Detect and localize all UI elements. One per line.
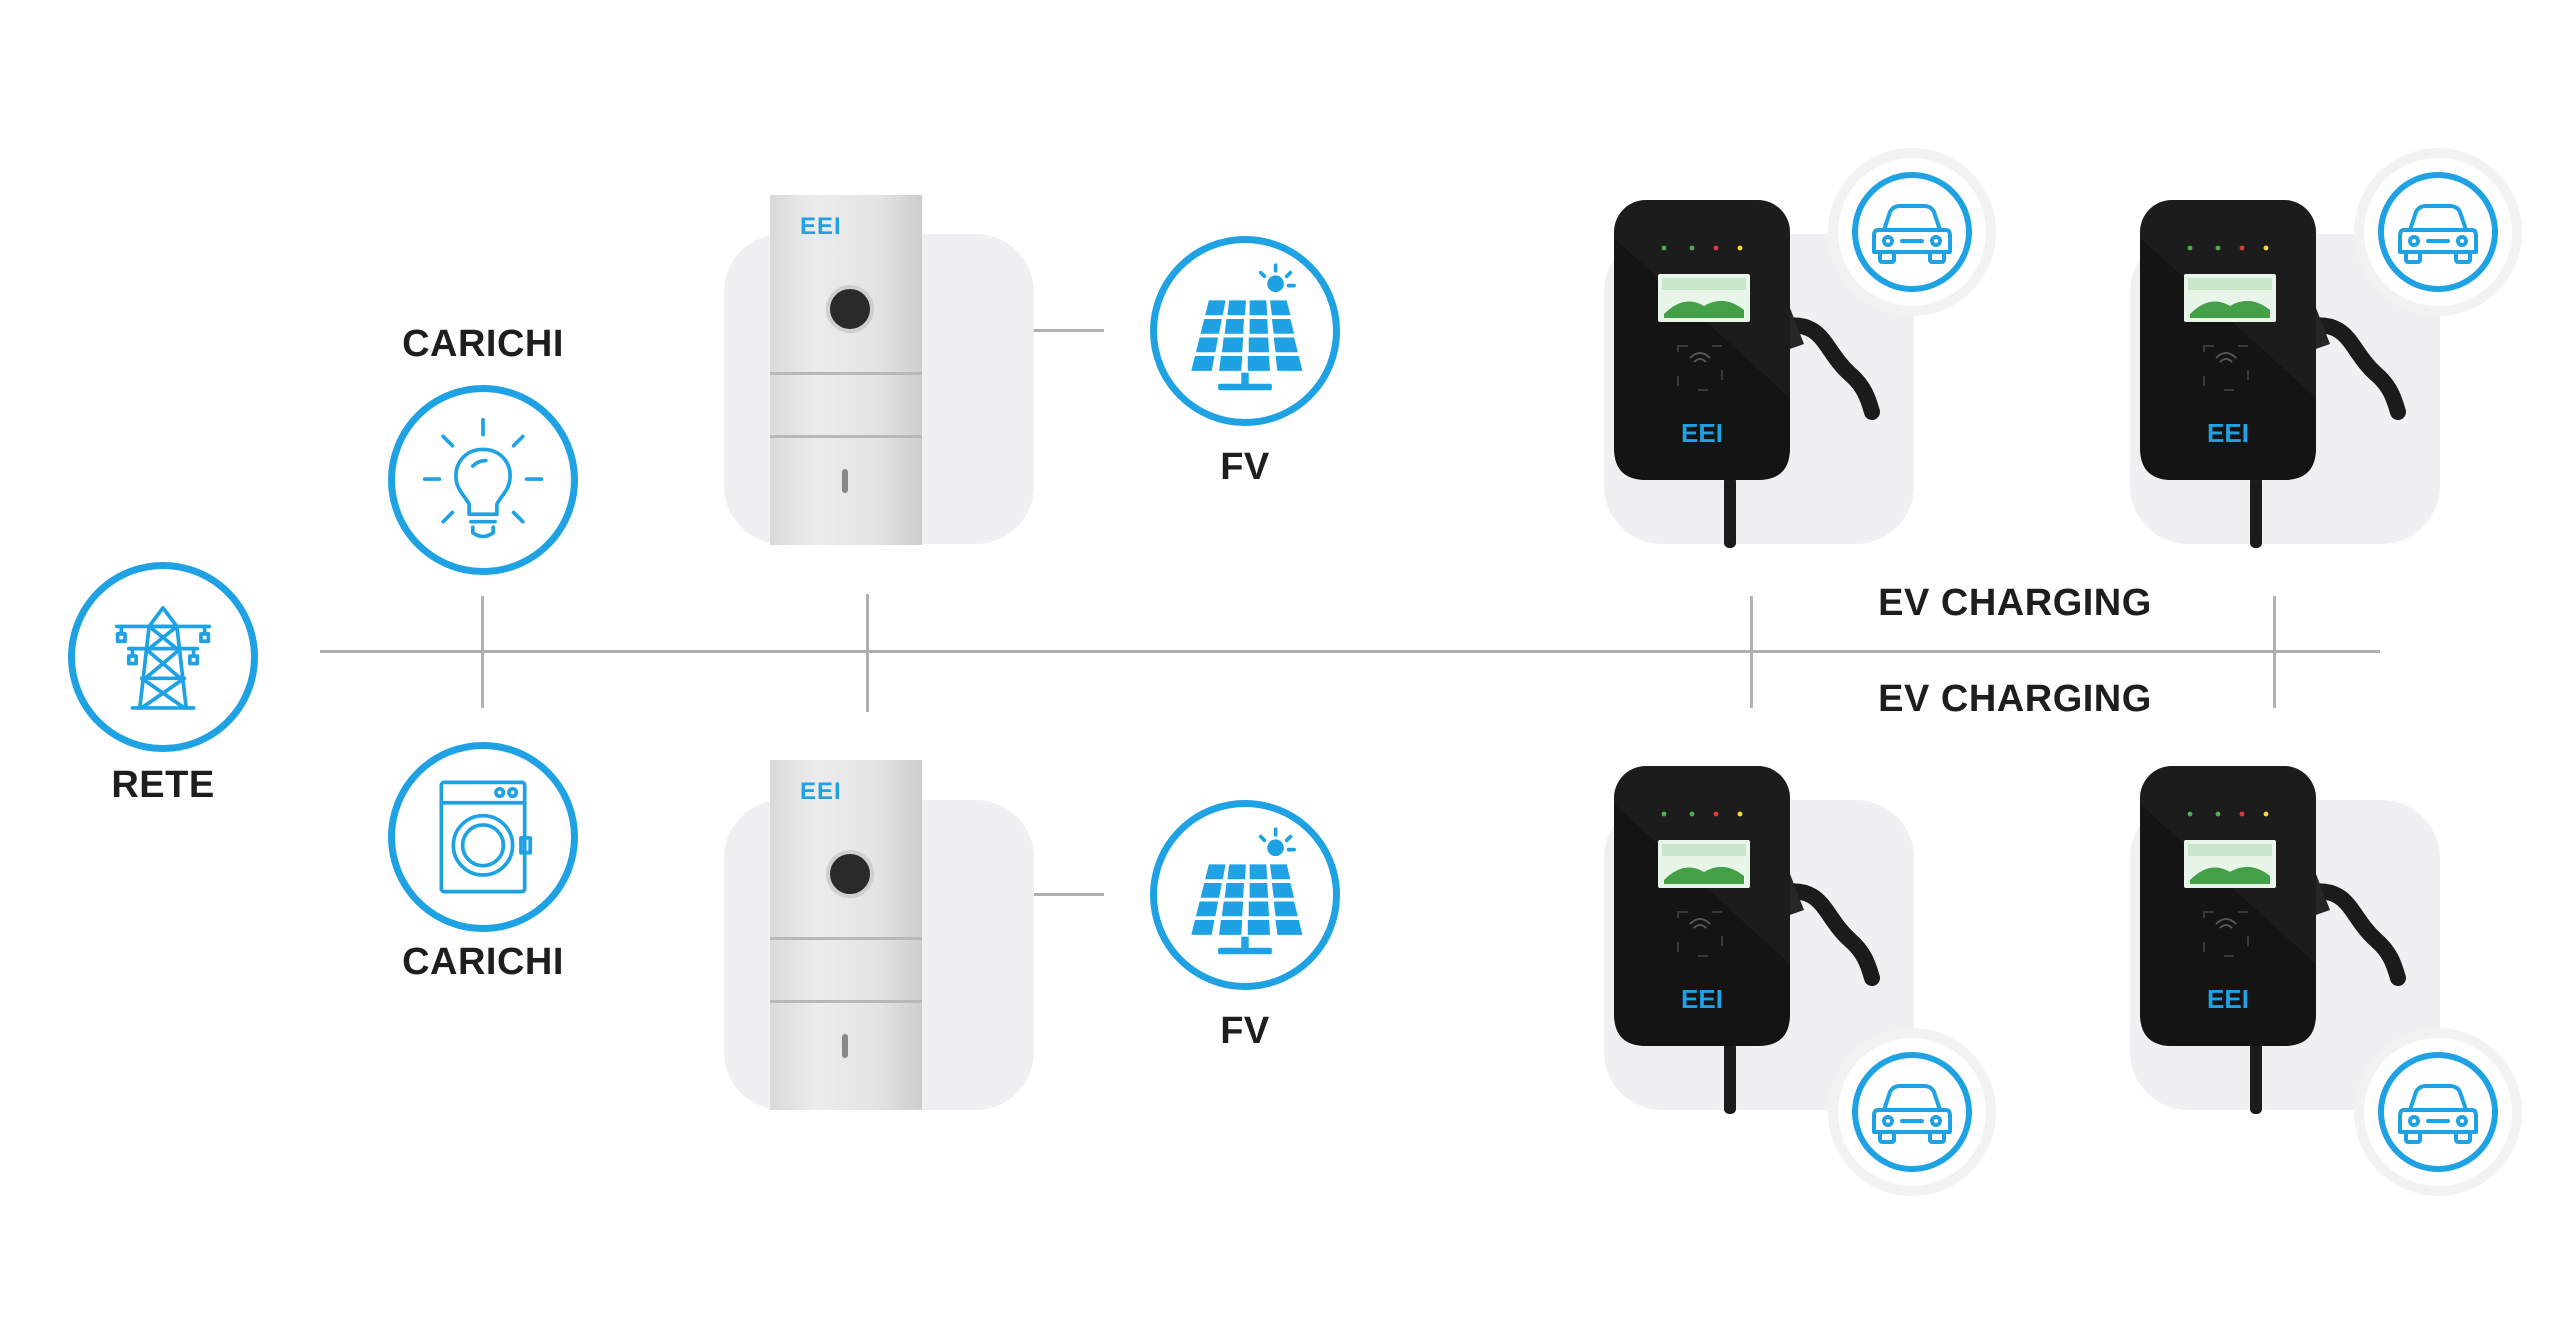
car-icon <box>2398 1084 2478 1144</box>
light-bulb-icon <box>422 417 544 539</box>
connector-ev-left <box>1750 596 1753 708</box>
storage-led <box>842 469 848 493</box>
loads-top-label: CARICHI <box>402 323 564 365</box>
storage-logo: EEI <box>800 213 842 240</box>
connector-storage-pv-bottom <box>988 893 1104 896</box>
pv-top-icon-circle <box>1150 236 1340 426</box>
loads-bottom-icon-circle <box>388 742 578 932</box>
ev-charger-body: EEI <box>1614 200 1880 548</box>
ev-charger-3: EEI <box>1604 764 1914 1114</box>
charger-logo: EEI <box>2207 984 2249 1014</box>
storage-logo: EEI <box>800 778 842 805</box>
storage-led <box>842 1034 848 1058</box>
charger-logo: EEI <box>1681 984 1723 1014</box>
car-icon <box>1872 204 1952 264</box>
ev-charger-body: EEI <box>2140 766 2406 1114</box>
storage-display-dot <box>826 850 874 898</box>
ev-charger-1: EEI <box>1604 198 1914 548</box>
washing-machine-icon <box>439 780 533 894</box>
ev-charger-body: EEI <box>1614 766 1880 1114</box>
ev-bottom-label: EV CHARGING <box>1878 678 2152 720</box>
car-icon <box>1872 1084 1952 1144</box>
ev-charger-2: EEI <box>2130 198 2440 548</box>
grid-icon-circle <box>68 562 258 752</box>
pv-top-label: FV <box>1220 446 1270 488</box>
car-icon <box>2398 204 2478 264</box>
grid-label: RETE <box>111 764 215 806</box>
charger-3-badge <box>1838 1038 1986 1186</box>
ev-charger-4: EEI <box>2130 764 2440 1114</box>
charger-logo: EEI <box>1681 418 1723 448</box>
storage-unit-bottom: EEI <box>770 760 922 1110</box>
connector-ev-right <box>2273 596 2276 708</box>
power-tower-icon <box>114 606 212 710</box>
storage-display-dot <box>826 285 874 333</box>
connector-storage <box>866 594 869 712</box>
pv-bottom-icon-circle <box>1150 800 1340 990</box>
pv-bottom-label: FV <box>1220 1010 1270 1052</box>
charger-logo: EEI <box>2207 418 2249 448</box>
storage-unit-top: EEI <box>770 195 922 545</box>
main-bus-line <box>320 650 2380 653</box>
connector-loads <box>481 596 484 708</box>
charger-1-badge <box>1838 158 1986 306</box>
ev-charger-body: EEI <box>2140 200 2406 548</box>
ev-top-label: EV CHARGING <box>1878 582 2152 624</box>
loads-top-icon-circle <box>388 385 578 575</box>
charger-4-badge <box>2364 1038 2512 1186</box>
loads-bottom-label: CARICHI <box>402 941 564 983</box>
solar-panel-icon <box>1191 263 1303 391</box>
solar-panel-icon <box>1191 827 1303 955</box>
connector-storage-pv-top <box>988 329 1104 332</box>
charger-2-badge <box>2364 158 2512 306</box>
